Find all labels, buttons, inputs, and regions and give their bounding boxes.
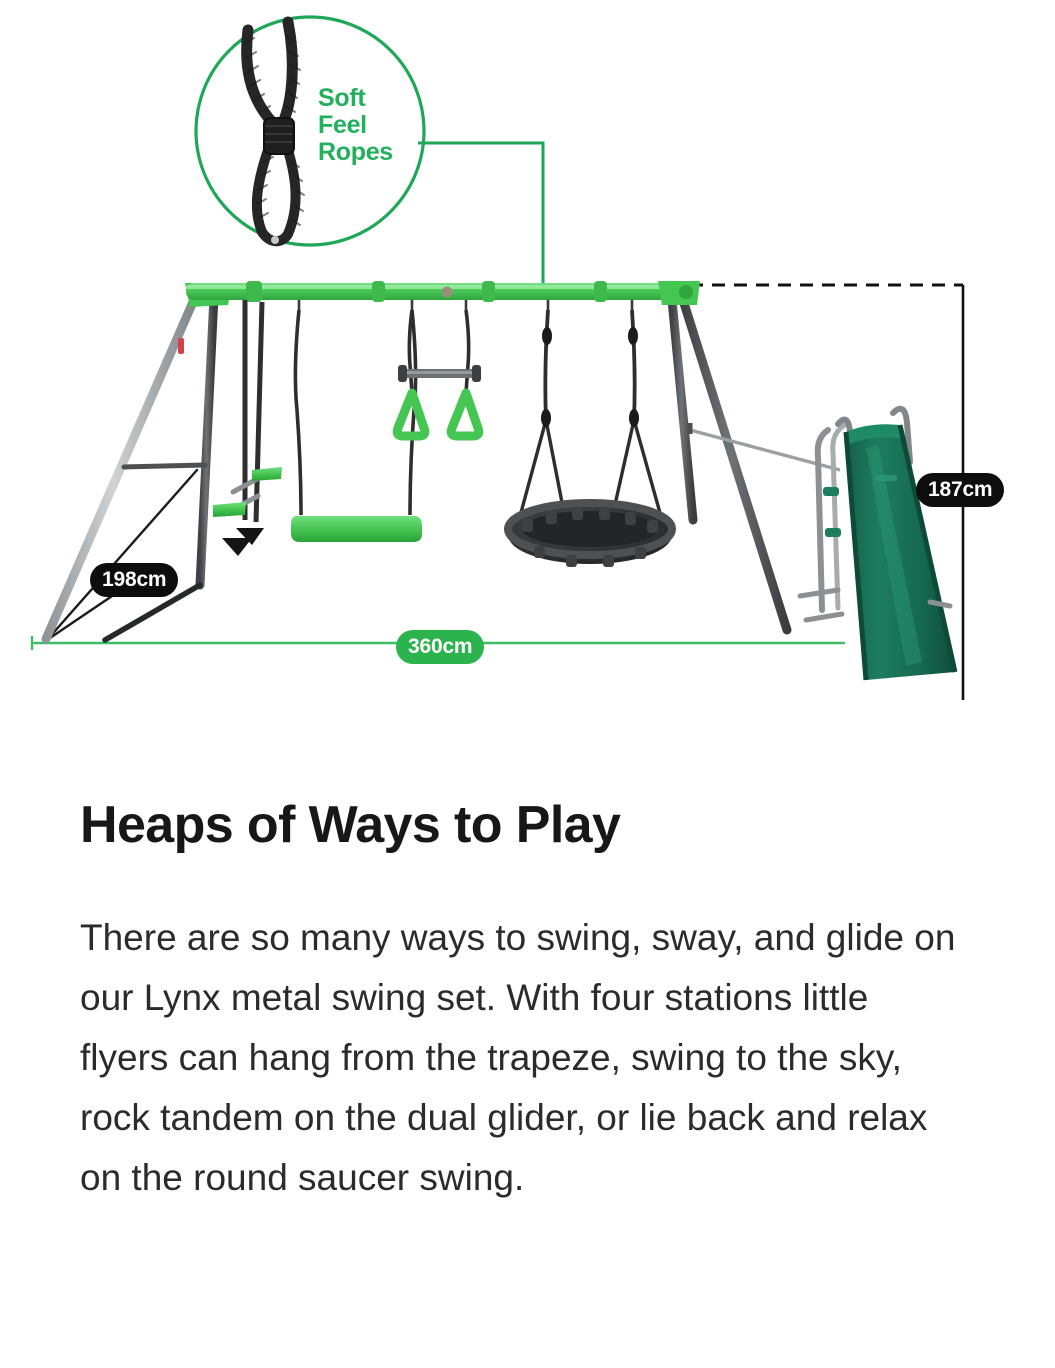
top-beam <box>186 281 690 302</box>
dimension-badge-height: 187cm <box>916 473 1005 507</box>
trapeze-bar <box>392 309 484 441</box>
product-diagram: Soft Feel Ropes 198cm 187cm 360cm <box>30 15 1005 700</box>
wave-slide <box>797 405 958 681</box>
dimension-badge-width: 360cm <box>396 630 485 664</box>
depth-dimension-guides <box>45 468 199 642</box>
callout-leader-line <box>418 141 545 292</box>
callout-label-line-3: Ropes <box>318 138 393 166</box>
callout-label-line-2: Feel <box>318 111 367 139</box>
beam-hooks <box>297 299 634 310</box>
right-a-frame <box>658 281 841 635</box>
saucer-swing <box>504 309 676 567</box>
dual-glider <box>213 300 282 556</box>
left-a-frame <box>41 283 232 644</box>
description-section: Heaps of Ways to Play There are so many … <box>0 760 1055 1208</box>
callout-label: Soft Feel Ropes <box>318 85 438 166</box>
body-paragraph: There are so many ways to swing, sway, a… <box>80 917 956 1198</box>
rope-photo-icon <box>241 16 305 247</box>
dimension-badge-depth: 198cm <box>90 563 179 597</box>
page-title: Heaps of Ways to Play <box>80 796 621 854</box>
soft-feel-ropes-callout <box>194 15 426 247</box>
swing-set-illustration <box>30 15 965 700</box>
callout-label-line-1: Soft <box>318 84 366 112</box>
